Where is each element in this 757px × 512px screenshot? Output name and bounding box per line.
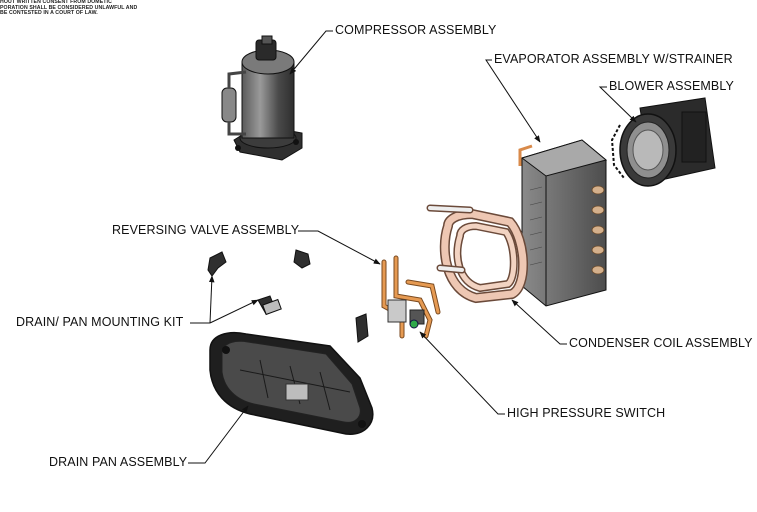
condenser-coil-assembly (426, 204, 528, 304)
leader-reversing-valve (298, 230, 381, 265)
label-drain-pan-mounting-kit: DRAIN/ PAN MOUNTING KIT (16, 315, 184, 329)
notice-line-1: HOUT WRITTEN CONSENT FROM DOMETIC (0, 0, 112, 5)
notice-line-2: PORATION SHALL BE CONSIDERED UNLAWFUL AN… (0, 4, 138, 11)
leader-condenser (511, 299, 567, 345)
leader-kit-a (208, 275, 215, 324)
label-evaporator-assembly: EVAPORATOR ASSEMBLY W/STRAINER (494, 52, 733, 66)
leader-pressure-switch (419, 331, 505, 415)
evaporator-assembly (518, 139, 608, 307)
label-high-pressure-switch: HIGH PRESSURE SWITCH (507, 406, 666, 420)
drain-pan-assembly (209, 331, 374, 435)
compressor-assembly (221, 35, 303, 161)
label-drain-pan-assembly: DRAIN PAN ASSEMBLY (49, 455, 188, 469)
leader-lines (188, 30, 637, 464)
notice-line-3: BE CONTESTED IN A COURT OF LAW. (0, 10, 98, 17)
leader-drain-pan (188, 405, 249, 464)
leader-compressor (289, 30, 333, 75)
mounting-kit-parts (207, 249, 369, 343)
leader-evaporator (485, 59, 541, 143)
high-pressure-switch-part (409, 319, 419, 329)
label-compressor-assembly: COMPRESSOR ASSEMBLY (335, 23, 497, 37)
label-blower-assembly: BLOWER ASSEMBLY (609, 79, 734, 93)
label-condenser-coil-assembly: CONDENSER COIL ASSEMBLY (569, 336, 753, 350)
label-reversing-valve-assembly: REVERSING VALVE ASSEMBLY (112, 223, 300, 237)
leader-blower (598, 86, 637, 123)
blower-assembly (610, 97, 716, 187)
reversing-valve-assembly (381, 255, 441, 339)
copyright-notice: HOUT WRITTEN CONSENT FROM DOMETIC PORATI… (0, 0, 137, 17)
leader-kit-b (209, 299, 259, 324)
